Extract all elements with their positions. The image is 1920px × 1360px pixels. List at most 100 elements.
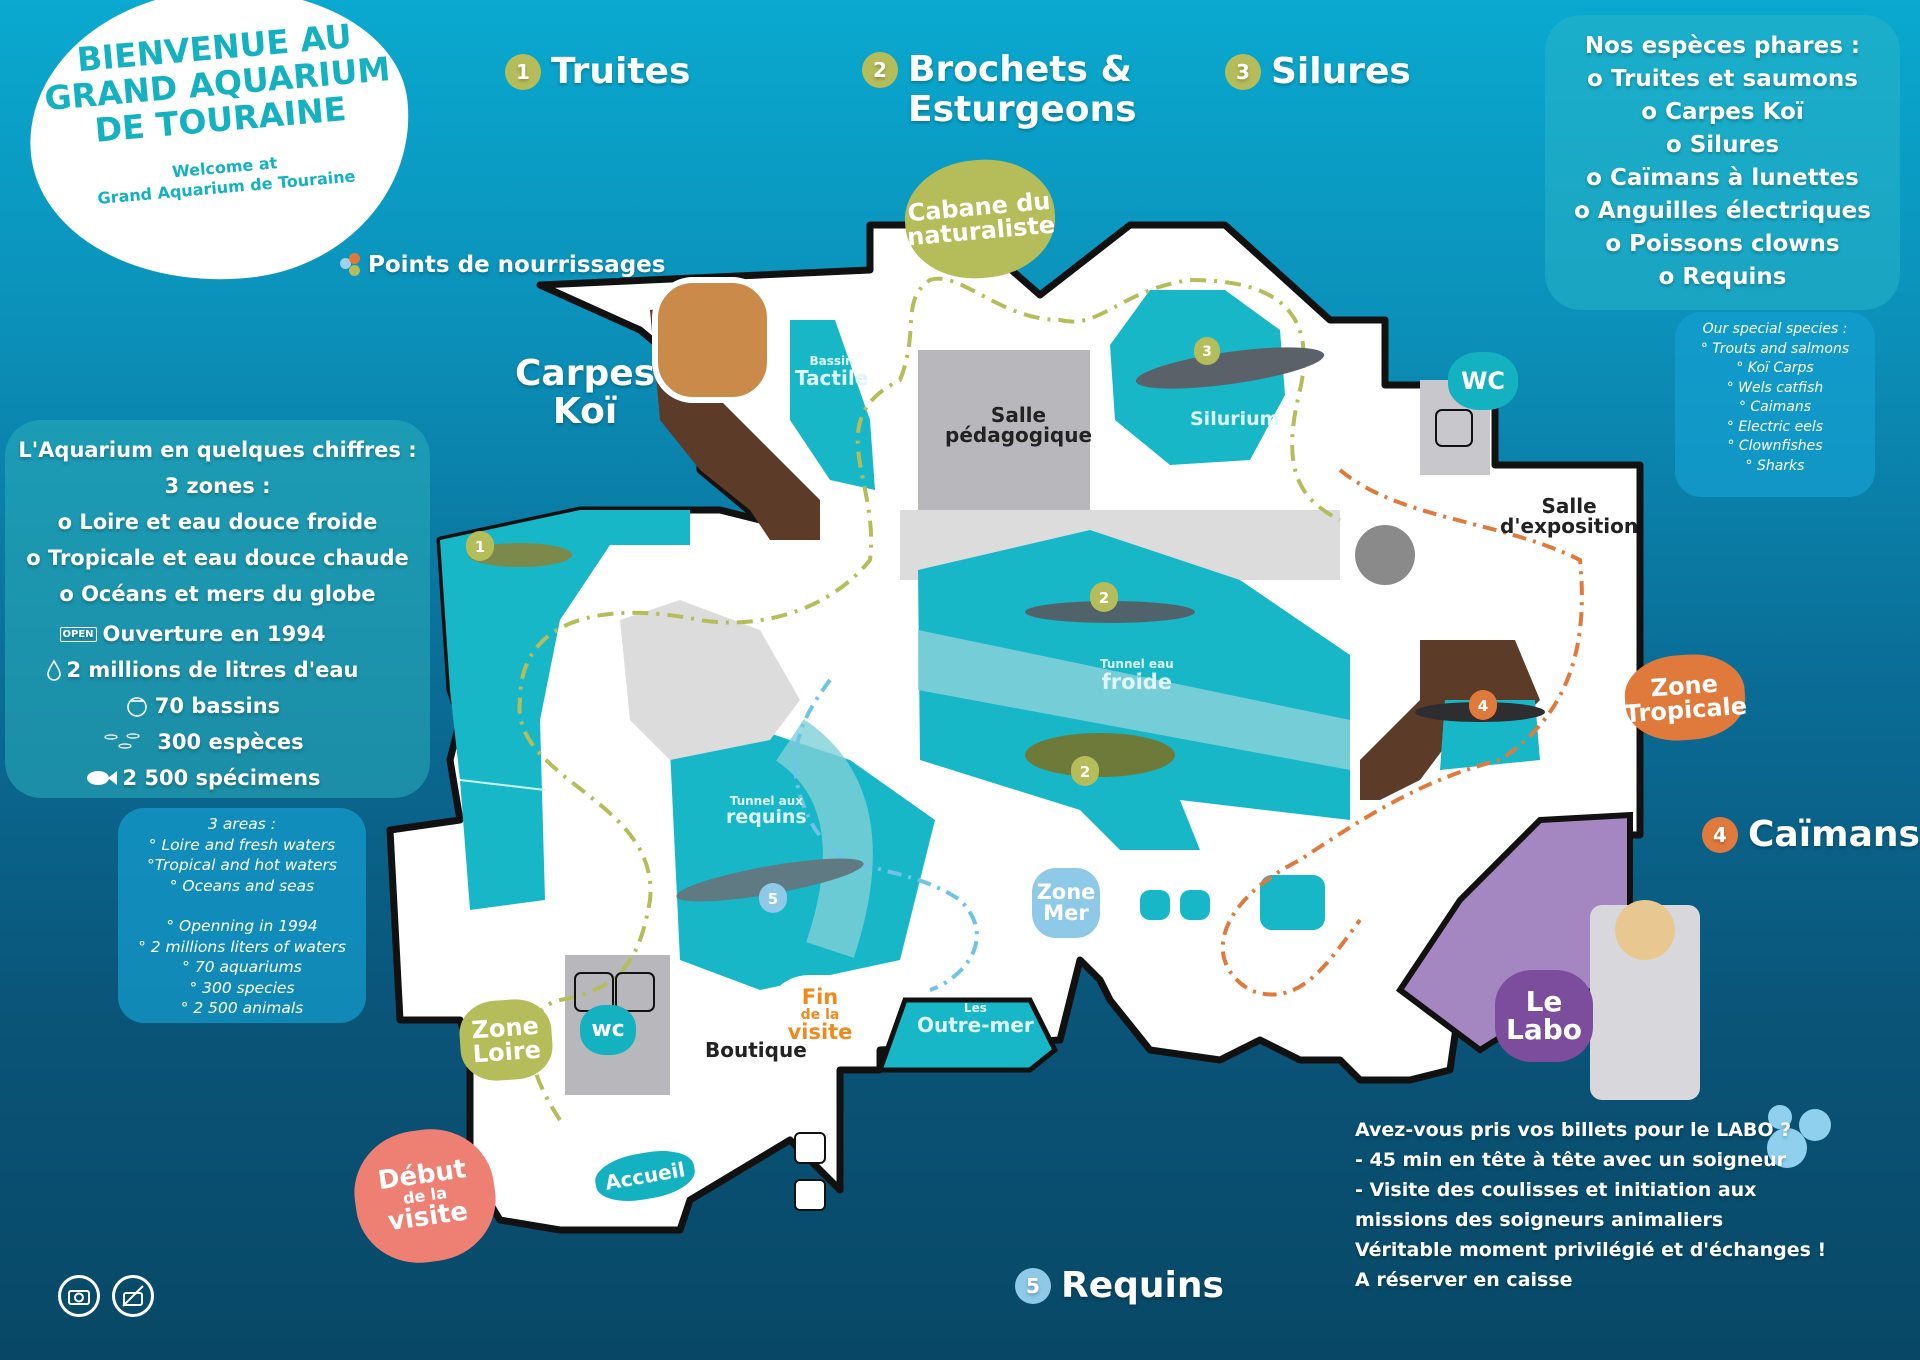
featured-species-title: Nos espèces phares : — [1584, 33, 1861, 59]
figures-en-line: ° Loire and fresh waters — [148, 835, 336, 854]
badge-2: 2 — [862, 52, 898, 88]
featured-item: o Silures — [1665, 132, 1780, 158]
heading-caimans[interactable]: 4 Caïmans — [1702, 815, 1920, 855]
heading-requins-label: Requins — [1061, 1265, 1224, 1306]
wheelchair-icon — [615, 972, 655, 1012]
featured-item: o Anguilles électriques — [1574, 198, 1871, 224]
featured-en-item: ° Sharks — [1745, 457, 1805, 474]
photo-allowed-icon — [58, 1275, 100, 1317]
stat-row: 70 bassins — [0, 688, 430, 724]
featured-en-item: ° Clownfishes — [1727, 438, 1823, 454]
figures-en-line: ° 2 millions liters of waters — [138, 937, 346, 956]
labo-info-line: Véritable moment privilégié et d'échange… — [1355, 1239, 1827, 1261]
figures-en-line: ° 300 species — [189, 978, 295, 997]
restroom-icon-top — [1435, 409, 1473, 447]
microwave-icon — [794, 1179, 826, 1211]
classroom-room — [918, 350, 1090, 512]
fishbowl-icon — [126, 697, 147, 717]
badge-4: 4 — [1702, 817, 1738, 853]
map-marker-3[interactable]: 3 — [1194, 339, 1220, 365]
heading-silures-label: Silures — [1271, 51, 1411, 92]
labo-info-line: - 45 min en tête à tête avec un soigneur — [1355, 1149, 1786, 1171]
map-marker-5[interactable]: 5 — [759, 885, 787, 913]
labo-info-line: A réserver en caisse — [1355, 1269, 1573, 1291]
sea-path — [793, 678, 979, 992]
fish-icon — [87, 771, 118, 785]
featured-en-item: ° Electric eels — [1726, 418, 1824, 435]
shark-tunnel — [775, 719, 873, 958]
zones-title: 3 zones : — [164, 474, 271, 498]
heading-brochets[interactable]: 2 Brochets & Esturgeons — [862, 50, 1137, 130]
stat-species: 300 espèces — [157, 730, 304, 754]
stat-row: 2 millions de litres d'eau — [0, 652, 430, 688]
water-drop-icon — [47, 659, 62, 681]
heading-caimans-label: Caïmans — [1748, 814, 1920, 855]
zone-item: o Océans et mers du globe — [59, 582, 376, 606]
heading-truites[interactable]: 1 Truites — [505, 52, 690, 92]
labo-info-line: missions des soigneurs animaliers — [1355, 1209, 1724, 1231]
feeding-points-label: Points de nourrissages — [368, 252, 666, 278]
featured-item: o Truites et saumons — [1587, 66, 1858, 92]
feeding-points-legend: Points de nourrissages — [340, 252, 665, 278]
tropical-path — [1220, 468, 1584, 997]
featured-species-box: Nos espèces phares : o Truites et saumon… — [1545, 15, 1900, 310]
featured-item: o Requins — [1658, 264, 1787, 290]
label-silurium: Silurium — [1190, 408, 1280, 430]
heading-brochets-label: Brochets & — [908, 49, 1132, 90]
trout-pool — [440, 510, 690, 910]
stat-row: 2 500 spécimens — [0, 760, 430, 796]
map-marker-2-pike[interactable]: 2 — [1071, 758, 1099, 786]
stat-specimens: 2 500 spécimens — [122, 766, 321, 790]
labo-info: Avez-vous pris vos billets pour le LABO … — [1355, 1115, 1826, 1295]
shark-pool — [670, 730, 935, 990]
bubble-wc-top[interactable]: WC — [1448, 352, 1518, 410]
no-flash-icon — [112, 1275, 154, 1317]
figures-en-line: ° Openning in 1994 — [166, 917, 318, 935]
badge-3: 3 — [1225, 54, 1261, 90]
cold-water-tunnel — [918, 630, 1350, 770]
open-sign-icon: OPEN — [59, 626, 97, 642]
feeding-dots-icon — [340, 253, 362, 277]
figures-en-line: ° Oceans and seas — [169, 876, 315, 895]
heading-silures[interactable]: 3 Silures — [1225, 52, 1411, 92]
badge-1: 1 — [505, 54, 541, 90]
bubble-wc-bottom[interactable]: wc — [580, 1005, 636, 1055]
featured-en-item: ° Koï Carps — [1736, 360, 1814, 376]
featured-item: o Carpes Koï — [1641, 99, 1804, 125]
labo-info-line: - Visite des coulisses et initiation aux — [1355, 1179, 1757, 1201]
label-boutique: Boutique — [705, 1038, 807, 1062]
figures-en-line: ° 2 500 animals — [180, 999, 304, 1017]
figures-en-line: 3 areas : — [208, 815, 276, 833]
featured-item: o Caïmans à lunettes — [1586, 165, 1859, 191]
heading-esturgeons-label: Esturgeons — [908, 89, 1137, 130]
map-marker-4[interactable]: 4 — [1469, 692, 1497, 720]
heading-requins[interactable]: 5 Requins — [1015, 1266, 1224, 1306]
featured-en-item: ° Caimans — [1738, 399, 1812, 415]
stat-row: OPEN Ouverture en 1994 — [0, 616, 430, 652]
coffee-icon — [794, 1132, 826, 1164]
shell-decoration — [1767, 1105, 1831, 1168]
featured-en-item: ° Trouts and salmons — [1700, 340, 1850, 357]
map-marker-1[interactable]: 1 — [466, 533, 494, 561]
rock-decoration — [1355, 525, 1415, 585]
stat-water: 2 millions de litres d'eau — [66, 658, 359, 682]
figures-title: L'Aquarium en quelques chiffres : — [18, 438, 417, 462]
map-marker-2-sturgeon[interactable]: 2 — [1090, 584, 1118, 612]
stat-pools: 70 bassins — [154, 694, 281, 718]
touch-pool — [790, 320, 875, 490]
featured-en-title: Our special species : — [1702, 321, 1848, 337]
featured-item: o Poissons clowns — [1605, 231, 1840, 257]
stat-row: 300 espèces — [0, 724, 430, 760]
